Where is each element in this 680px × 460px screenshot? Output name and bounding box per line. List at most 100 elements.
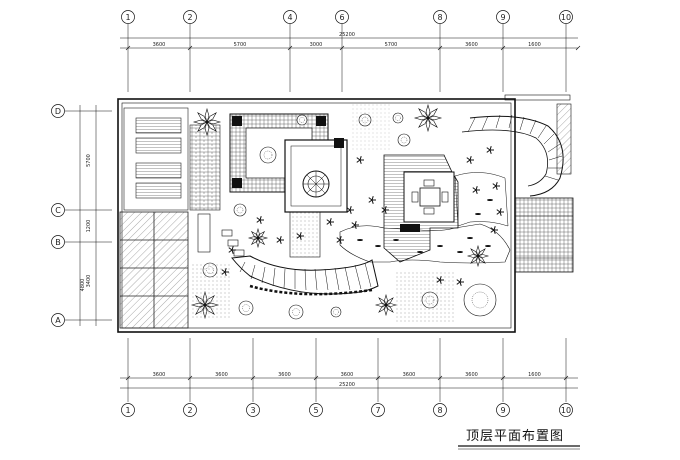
palm-frond xyxy=(476,244,480,258)
bush-leaf xyxy=(279,236,282,241)
bush-leaf xyxy=(339,239,342,244)
shrub-inner xyxy=(395,115,401,121)
dim-segment-label: 3600 xyxy=(153,372,166,378)
bush-leaf xyxy=(279,239,282,244)
bottom-axis-label: 1 xyxy=(125,406,130,415)
bottom-axis-bubble xyxy=(559,403,573,417)
palm-tree xyxy=(247,227,269,249)
top-axis-bubble xyxy=(183,10,197,24)
left-axis-bubble xyxy=(51,313,65,327)
bottom-axis-bubble xyxy=(246,403,260,417)
palm-frond xyxy=(476,254,490,258)
bush-leaf xyxy=(381,207,386,211)
bush-leaf xyxy=(472,187,477,191)
shrub xyxy=(296,114,308,126)
bush xyxy=(486,146,494,154)
palm-frond xyxy=(477,248,486,257)
left-axis-bubble xyxy=(51,104,65,118)
bush-leaf xyxy=(371,196,374,201)
bush-leaf xyxy=(492,183,497,187)
drawing-title-block: 顶层平面布置图 xyxy=(458,429,580,450)
bush-leaf xyxy=(496,211,501,215)
bush-leaf xyxy=(359,159,362,164)
drawing-title: 顶层平面布置图 xyxy=(466,429,564,444)
shrub-inner xyxy=(242,304,250,312)
bottom-axis-label: 7 xyxy=(375,406,380,415)
bottom-axis-label: 8 xyxy=(437,406,442,415)
top-axis-label: 10 xyxy=(561,13,571,22)
dim-segment-label: 3600 xyxy=(465,372,478,378)
palm-frond xyxy=(204,120,210,137)
top-axis-label: 8 xyxy=(437,13,442,22)
shrub xyxy=(392,112,404,124)
shrub xyxy=(238,300,254,316)
palm-frond xyxy=(250,230,259,239)
dim-tick xyxy=(339,45,345,51)
pergola-platform xyxy=(229,113,348,258)
dim-segment-label: 3600 xyxy=(215,372,228,378)
shrub-outline xyxy=(296,114,308,126)
palm-frond xyxy=(385,297,394,306)
palm-frond xyxy=(470,248,479,257)
palm-frond xyxy=(413,115,430,121)
bush-leaf xyxy=(228,249,233,253)
bush-leaf xyxy=(346,207,351,211)
dim-tick xyxy=(187,45,193,51)
top-axis-bubble xyxy=(433,10,447,24)
bush xyxy=(490,226,498,234)
shrub-inner xyxy=(400,136,408,144)
bush-leaf xyxy=(456,279,461,283)
dim-tick xyxy=(187,375,193,381)
dim-segment-label: 1200 xyxy=(86,220,92,233)
palm-frond xyxy=(466,254,480,258)
bush xyxy=(492,182,500,190)
bush-leaf xyxy=(276,237,281,241)
bush-leaf xyxy=(326,221,331,225)
left-axis-label: C xyxy=(55,206,61,215)
palm-frond xyxy=(384,303,388,317)
top-axis-bubble xyxy=(559,10,573,24)
bush xyxy=(381,206,389,214)
left-axis-label: A xyxy=(55,316,61,325)
palm-frond xyxy=(257,237,266,246)
bush-leaf xyxy=(351,222,356,226)
dim-tick xyxy=(437,45,443,51)
dim-tick xyxy=(375,375,381,381)
bush-leaf xyxy=(299,232,302,237)
dim-tick xyxy=(313,375,319,381)
bush-leaf xyxy=(228,247,233,251)
palm-tree xyxy=(374,293,398,317)
dim-segment-label: 3600 xyxy=(403,372,416,378)
bush-leaf xyxy=(371,199,374,204)
bush-leaf xyxy=(231,249,234,254)
palm-frond xyxy=(378,297,387,306)
bush-leaf xyxy=(493,226,496,231)
bush-leaf xyxy=(499,211,502,216)
left-axis-bubble xyxy=(51,235,65,249)
bush-leaf xyxy=(349,206,352,211)
shrub-inner xyxy=(263,150,273,160)
bush xyxy=(346,206,354,214)
bush-leaf xyxy=(489,146,492,151)
dim-segment-label: 3600 xyxy=(153,42,166,48)
shrub xyxy=(233,203,247,217)
bush-leaf xyxy=(456,281,461,285)
palm-frond xyxy=(427,108,438,119)
shrub-inner xyxy=(236,206,244,214)
bush-leaf xyxy=(336,239,341,243)
dim-total-label: 25200 xyxy=(339,32,355,38)
top-axis-bubble xyxy=(335,10,349,24)
palm-trunk xyxy=(476,254,480,258)
top-axis-bubble xyxy=(283,10,297,24)
top-axis-label: 9 xyxy=(500,13,505,22)
deck-loungers xyxy=(123,107,221,211)
bottom-axis-label: 9 xyxy=(500,406,505,415)
dim-overall-label: 4800 xyxy=(80,279,86,292)
bush-leaf xyxy=(329,221,332,226)
shrub-inner xyxy=(471,291,489,309)
